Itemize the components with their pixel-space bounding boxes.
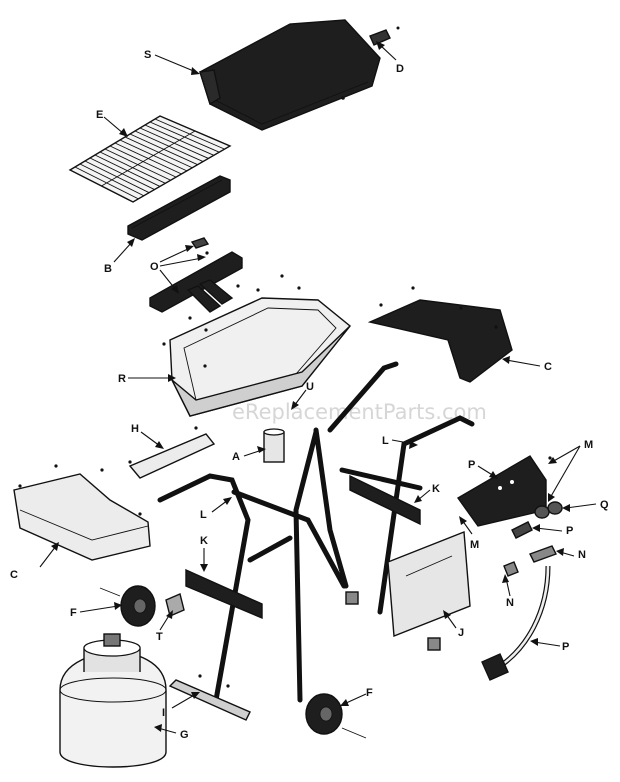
label-n-right: N <box>578 549 586 561</box>
part-firebox <box>162 274 351 417</box>
part-propane-tank <box>59 633 167 768</box>
label-p-panel: P <box>468 459 475 471</box>
label-f-left: F <box>70 607 77 619</box>
part-side-shelf-right <box>367 286 513 383</box>
label-k-right: K <box>432 483 440 495</box>
part-cross-brace <box>185 474 421 620</box>
part-wheel-left <box>99 585 156 627</box>
part-casters <box>345 591 441 651</box>
label-b: B <box>104 263 112 275</box>
label-m-bottom: M <box>470 539 479 551</box>
part-control-knob <box>534 501 563 519</box>
part-axle-clip <box>165 593 185 617</box>
part-igniter <box>263 428 285 463</box>
label-n-left: N <box>506 597 514 609</box>
label-m-top: M <box>584 439 593 451</box>
grid-wires <box>74 118 225 200</box>
label-p-valve: P <box>566 525 573 537</box>
part-cooking-grid <box>68 115 232 203</box>
label-l-right: L <box>382 435 389 447</box>
label-l-left: L <box>200 509 207 521</box>
grid-wire <box>101 130 196 187</box>
part-heat-shield <box>387 531 471 637</box>
label-g: G <box>180 729 189 741</box>
label-q: Q <box>600 499 609 511</box>
part-bracket-h <box>128 426 216 479</box>
part-gas-hose <box>481 565 551 681</box>
firebox-bolts <box>162 274 301 368</box>
part-heat-tent <box>127 175 231 241</box>
leader-lines <box>39 41 597 734</box>
label-r: R <box>118 373 126 385</box>
part-control-panel <box>456 455 552 527</box>
part-labels: S D E B O R C U H A L M P Q K L P M C K … <box>10 49 609 741</box>
part-valve <box>503 521 557 577</box>
part-side-shelf-left <box>13 464 151 561</box>
label-f-right: F <box>366 687 373 699</box>
part-wheel-right <box>305 693 367 739</box>
watermark-text: eReplacementParts.com <box>232 400 487 424</box>
label-u: U <box>306 381 314 393</box>
label-e: E <box>96 109 103 121</box>
label-h: H <box>131 423 139 435</box>
part-tank-bracket <box>168 674 251 721</box>
label-c-right: C <box>544 361 552 373</box>
part-hood <box>199 19 381 131</box>
part-cart-frame <box>157 361 475 703</box>
label-p-hose: P <box>562 641 569 653</box>
part-burner <box>149 237 243 313</box>
label-o: O <box>150 261 159 273</box>
label-a: A <box>232 451 240 463</box>
label-c-left: C <box>10 569 18 581</box>
label-j: J <box>458 627 464 639</box>
label-d: D <box>396 63 404 75</box>
label-s: S <box>144 49 151 61</box>
label-k-left: K <box>200 535 208 547</box>
label-i: I <box>162 707 165 719</box>
label-t: T <box>156 631 163 643</box>
part-lid-handle <box>369 26 400 46</box>
